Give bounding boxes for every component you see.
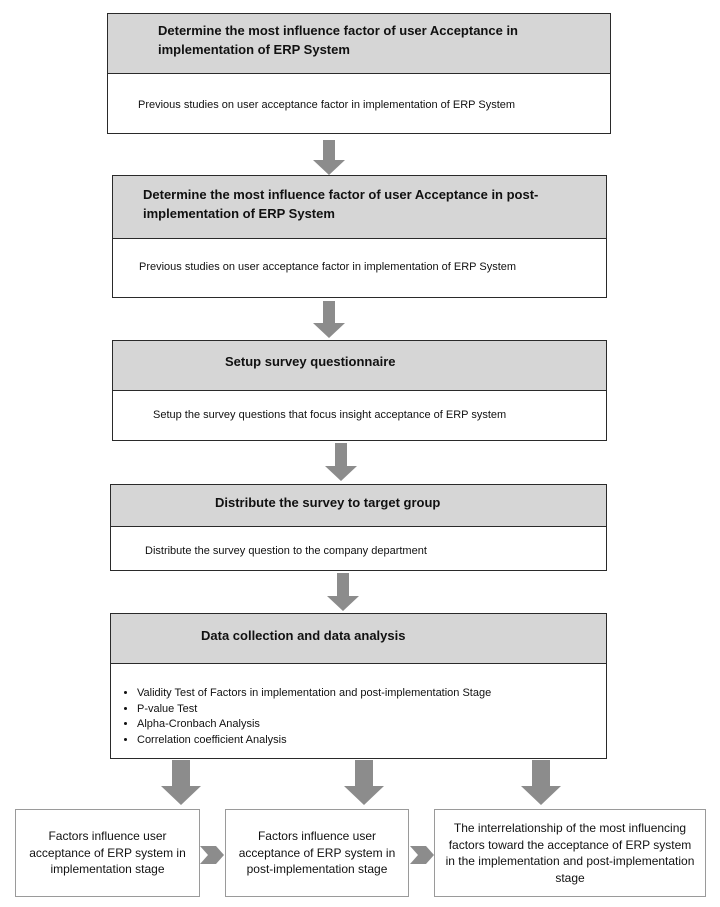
stage-5-body: Validity Test of Factors in implementati… — [111, 664, 606, 758]
stage-1-box: Determine the most influence factor of u… — [107, 13, 611, 134]
stage-1-title: Determine the most influence factor of u… — [158, 23, 518, 57]
output-text-2: Factors influence user acceptance of ERP… — [238, 829, 396, 877]
arrow-right-1 — [200, 846, 224, 864]
arrow-right-2 — [410, 846, 434, 864]
analysis-method-item: Validity Test of Factors in implementati… — [137, 686, 606, 702]
analysis-method-item: Correlation coefficient Analysis — [137, 733, 606, 749]
stage-5-header: Data collection and data analysis — [111, 614, 606, 664]
stage-1-body: Previous studies on user acceptance fact… — [108, 74, 610, 133]
analysis-method-item: P-value Test — [137, 702, 606, 718]
stage-2-body: Previous studies on user acceptance fact… — [113, 239, 606, 297]
stage-2-title: Determine the most influence factor of u… — [143, 187, 539, 221]
stage-3-header: Setup survey questionnaire — [113, 341, 606, 391]
analysis-method-list: Validity Test of Factors in implementati… — [115, 686, 606, 748]
output-box-2: Factors influence user acceptance of ERP… — [225, 809, 409, 897]
arrow-down-4 — [327, 573, 359, 611]
stage-3-box: Setup survey questionnaire Setup the sur… — [112, 340, 607, 441]
output-box-1: Factors influence user acceptance of ERP… — [15, 809, 200, 897]
stage-2-header: Determine the most influence factor of u… — [113, 176, 606, 239]
stage-4-title: Distribute the survey to target group — [215, 495, 441, 510]
arrow-down-3 — [325, 443, 357, 481]
stage-4-description: Distribute the survey question to the co… — [145, 545, 427, 557]
stage-4-box: Distribute the survey to target group Di… — [110, 484, 607, 571]
stage-1-header: Determine the most influence factor of u… — [108, 14, 610, 74]
stage-3-body: Setup the survey questions that focus in… — [113, 391, 606, 440]
stage-3-description: Setup the survey questions that focus in… — [153, 409, 507, 421]
output-text-1: Factors influence user acceptance of ERP… — [29, 829, 186, 877]
analysis-method-item: Alpha-Cronbach Analysis — [137, 717, 606, 733]
arrow-down-output-2 — [344, 760, 384, 805]
stage-2-box: Determine the most influence factor of u… — [112, 175, 607, 298]
stage-5-box: Data collection and data analysis Validi… — [110, 613, 607, 759]
stage-5-title: Data collection and data analysis — [201, 628, 406, 643]
stage-4-body: Distribute the survey question to the co… — [111, 527, 606, 570]
output-text-3: The interrelationship of the most influe… — [445, 821, 695, 885]
arrow-down-1 — [313, 140, 345, 175]
stage-3-title: Setup survey questionnaire — [225, 354, 396, 369]
output-box-3: The interrelationship of the most influe… — [434, 809, 706, 897]
stage-1-description: Previous studies on user acceptance fact… — [138, 99, 516, 111]
stage-2-description: Previous studies on user acceptance fact… — [139, 261, 517, 273]
arrow-down-output-3 — [521, 760, 561, 805]
stage-4-header: Distribute the survey to target group — [111, 485, 606, 527]
arrow-down-output-1 — [161, 760, 201, 805]
arrow-down-2 — [313, 301, 345, 338]
